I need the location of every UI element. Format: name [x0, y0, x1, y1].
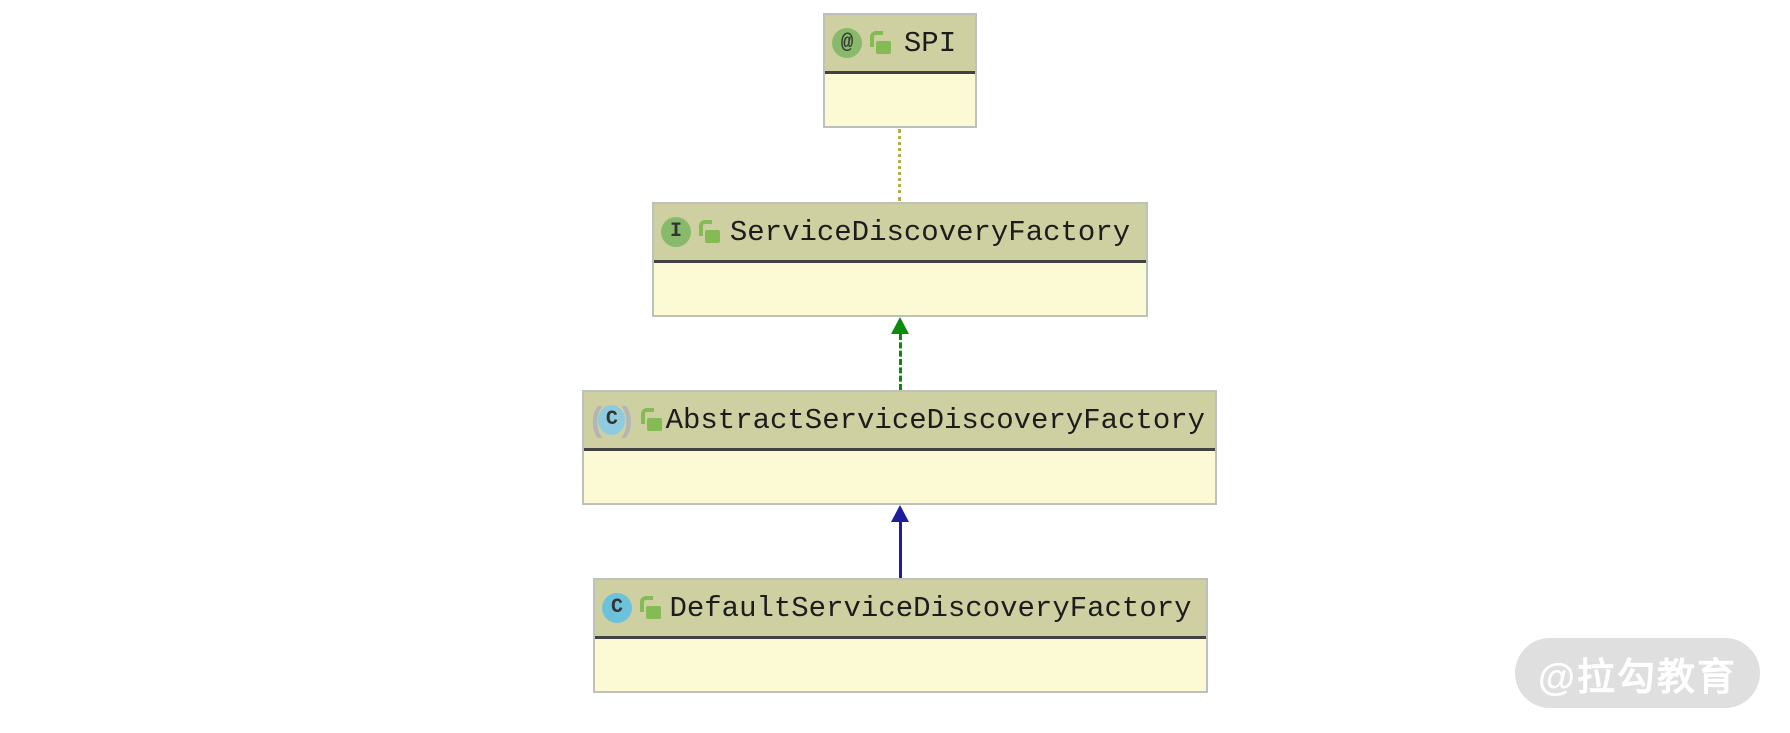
- node-abstract-service-discovery-factory[interactable]: ( C ) AbstractServiceDiscoveryFactory: [582, 390, 1217, 505]
- node-title: AbstractServiceDiscoveryFactory: [665, 403, 1206, 437]
- node-title: DefaultServiceDiscoveryFactory: [669, 591, 1192, 625]
- extends-arrowhead-icon: [891, 505, 909, 522]
- public-unlocked-icon: [699, 219, 720, 245]
- class-icon: C: [602, 593, 632, 623]
- node-header: C DefaultServiceDiscoveryFactory: [595, 580, 1206, 639]
- node-members: [595, 639, 1206, 688]
- implements-arrow: [891, 317, 909, 390]
- node-header: ( C ) AbstractServiceDiscoveryFactory: [584, 392, 1215, 451]
- node-header: I ServiceDiscoveryFactory: [654, 204, 1146, 263]
- node-spi-members: [825, 74, 975, 123]
- node-service-discovery-factory[interactable]: I ServiceDiscoveryFactory: [652, 202, 1148, 317]
- annotation-icon: @: [832, 28, 862, 58]
- public-unlocked-icon: [640, 407, 662, 433]
- interface-icon: I: [661, 217, 691, 247]
- node-members: [584, 451, 1215, 500]
- extends-shaft: [898, 522, 902, 578]
- node-spi-header: @ SPI: [825, 15, 975, 74]
- node-title: ServiceDiscoveryFactory: [729, 215, 1131, 249]
- node-members: [654, 263, 1146, 312]
- extends-arrow: [891, 505, 909, 578]
- annotation-link-edge: [898, 129, 901, 201]
- node-default-service-discovery-factory[interactable]: C DefaultServiceDiscoveryFactory: [593, 578, 1208, 693]
- node-spi[interactable]: @ SPI: [823, 13, 977, 128]
- public-unlocked-icon: [640, 595, 661, 621]
- abstract-class-icon: ( C ): [591, 401, 633, 439]
- public-unlocked-icon: [870, 30, 891, 56]
- node-title: SPI: [903, 26, 957, 60]
- watermark-badge: @拉勾教育: [1515, 638, 1760, 708]
- watermark-label: @拉勾教育: [1537, 656, 1738, 699]
- implements-shaft: [898, 334, 902, 390]
- implements-arrowhead-icon: [891, 317, 909, 334]
